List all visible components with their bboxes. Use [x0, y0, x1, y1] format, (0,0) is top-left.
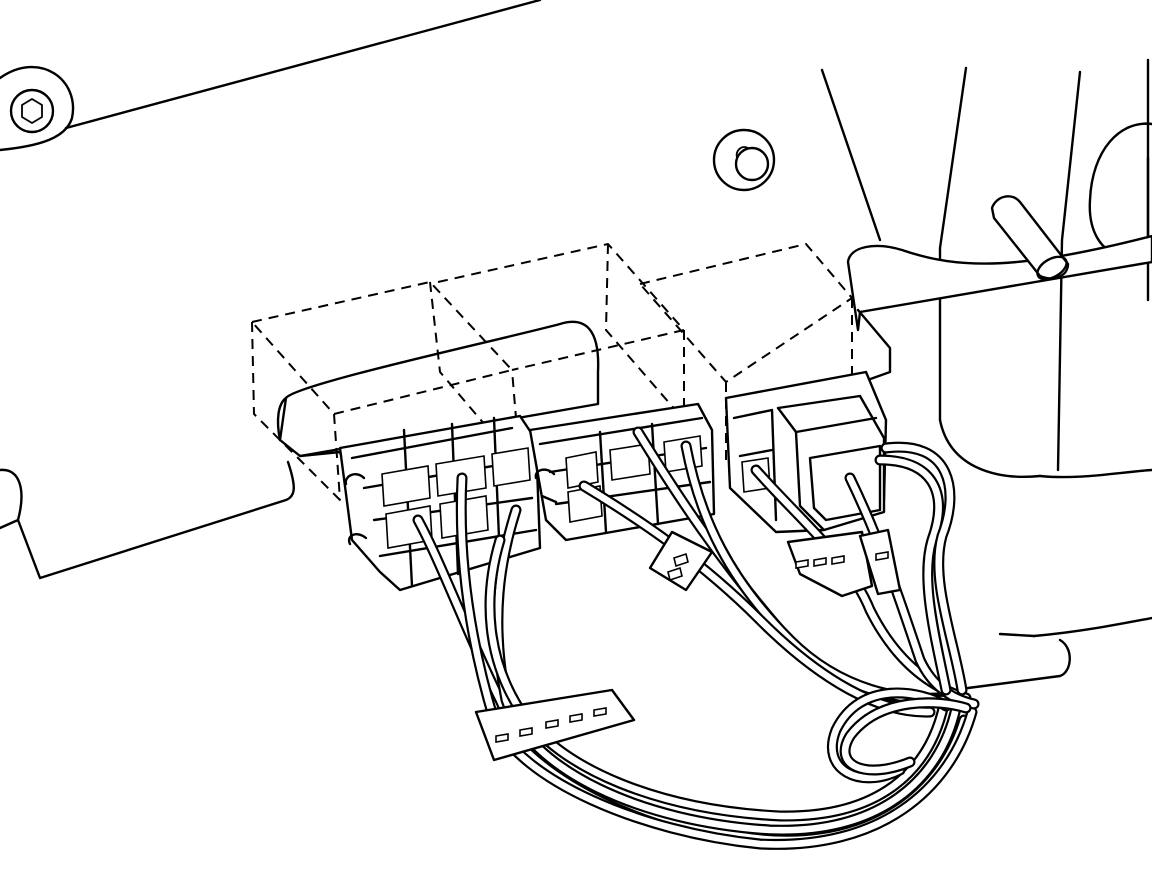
wire-tie-right-b — [858, 528, 902, 596]
connector-middle — [528, 402, 716, 542]
hex-bolt — [9, 88, 55, 134]
wire-tie-small — [648, 530, 714, 592]
pipe-column — [820, 58, 1152, 690]
connector-right — [724, 370, 888, 534]
fixed-bolt — [712, 128, 776, 192]
wire-harness — [412, 426, 980, 850]
wire-tie-right-a — [786, 530, 874, 598]
mounting-panel — [0, 0, 542, 580]
wire-tie-left — [474, 688, 636, 762]
pin — [990, 195, 1070, 281]
